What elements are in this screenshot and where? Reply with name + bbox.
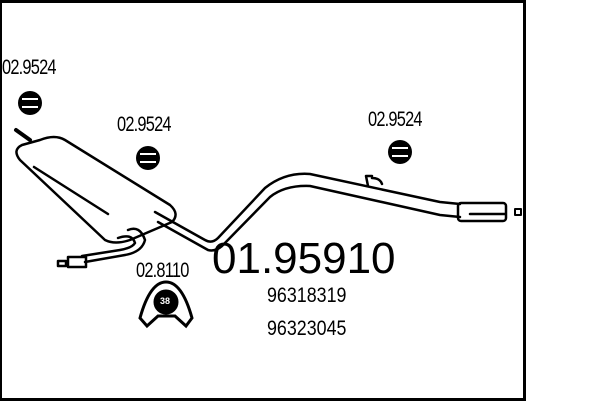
- clamp-size-label: 38: [160, 296, 171, 306]
- clamp-icon: [138, 280, 194, 329]
- accessory-label: 02.9524: [117, 113, 172, 136]
- accessory-label: 02.9524: [368, 108, 423, 131]
- rubber-hanger-icon: [18, 91, 42, 115]
- accessory-label: 02.8110: [136, 259, 189, 282]
- exhaust-pipe-assembly: [14, 128, 522, 269]
- rubber-hanger-icon: [388, 140, 412, 164]
- main-part-number: 01.95910: [212, 234, 396, 283]
- oem-number: 96323045: [267, 317, 347, 340]
- accessory-label: 02.9524: [2, 56, 57, 79]
- muffler: [15, 135, 177, 244]
- rubber-hanger-icon: [136, 146, 160, 170]
- oem-number: 96318319: [267, 284, 347, 307]
